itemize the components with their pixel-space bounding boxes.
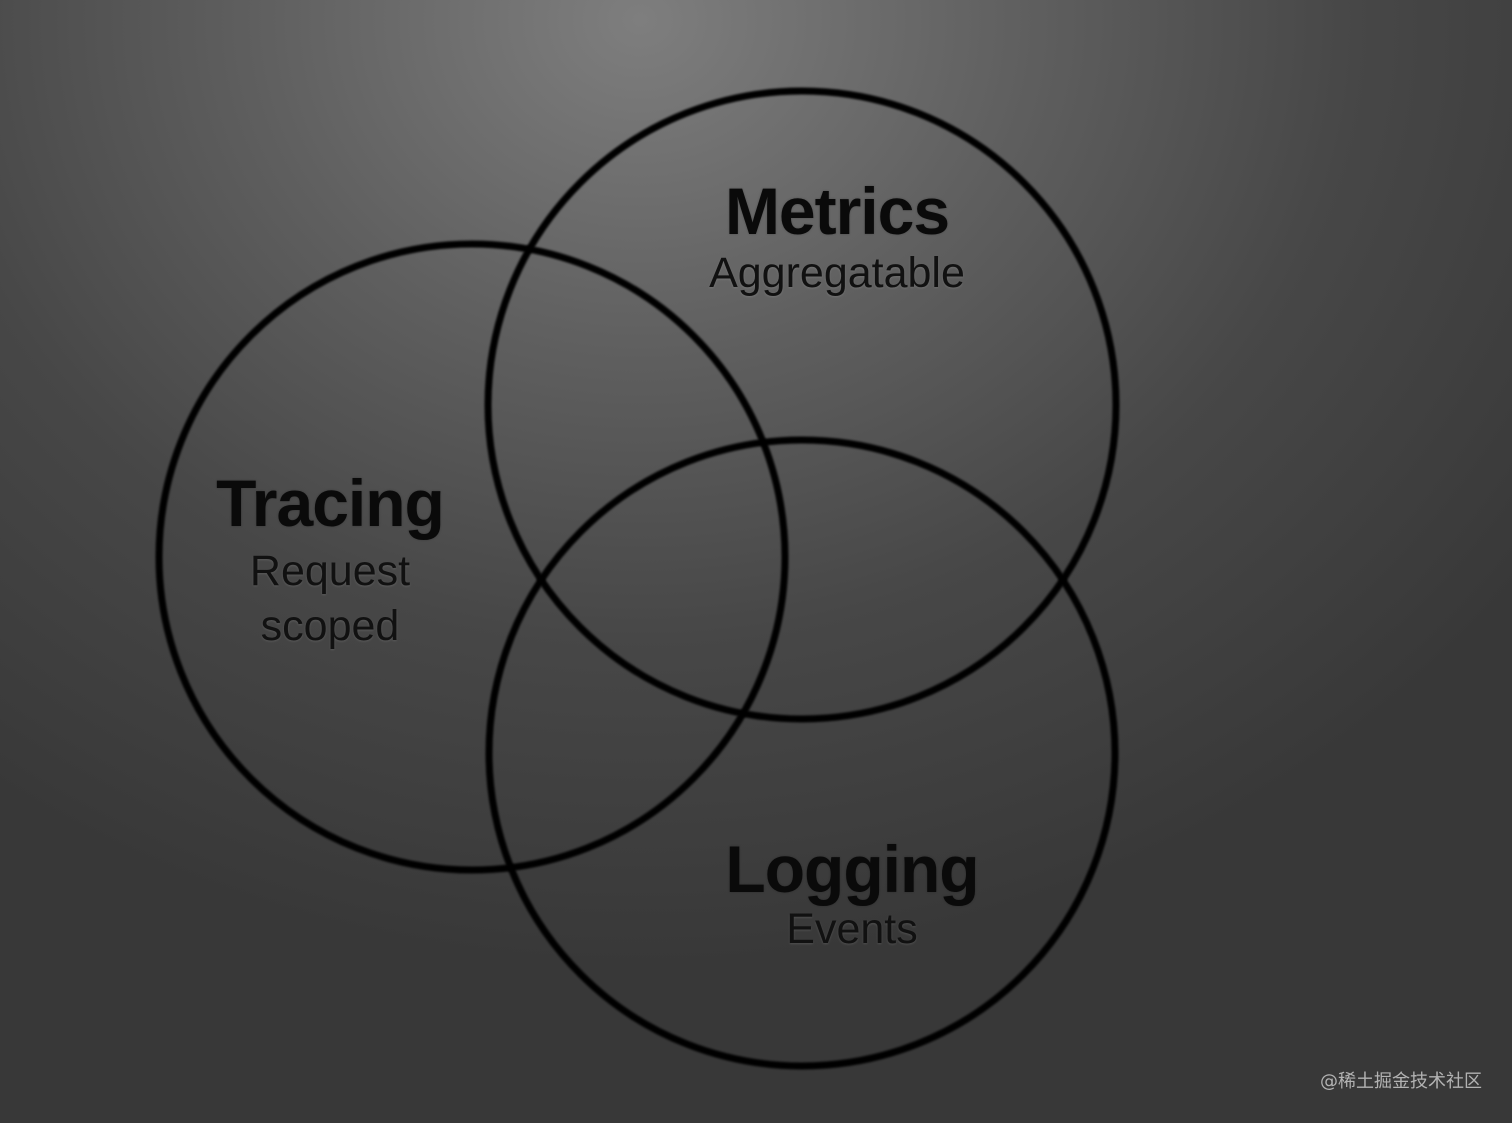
logging-subtitle: Events: [786, 905, 918, 953]
tracing-title: Tracing: [216, 466, 445, 540]
watermark-text: @稀土掘金技术社区: [1320, 1071, 1482, 1092]
tracing-circle: [155, 240, 789, 874]
tracing-subtitle-line2: scoped: [260, 602, 400, 651]
logging-title: Logging: [725, 832, 979, 906]
metrics-subtitle: Aggregatable: [709, 249, 965, 297]
tracing-subtitle-line1: Request: [249, 547, 411, 595]
metrics-circle: [484, 87, 1120, 723]
metrics-label: Metrics Aggregatable: [637, 178, 1037, 301]
logging-circle: [485, 436, 1119, 1070]
metrics-title: Metrics: [724, 174, 950, 248]
tracing-label: Tracing Request scoped: [130, 470, 530, 654]
logging-label: Logging Events: [652, 836, 1052, 957]
